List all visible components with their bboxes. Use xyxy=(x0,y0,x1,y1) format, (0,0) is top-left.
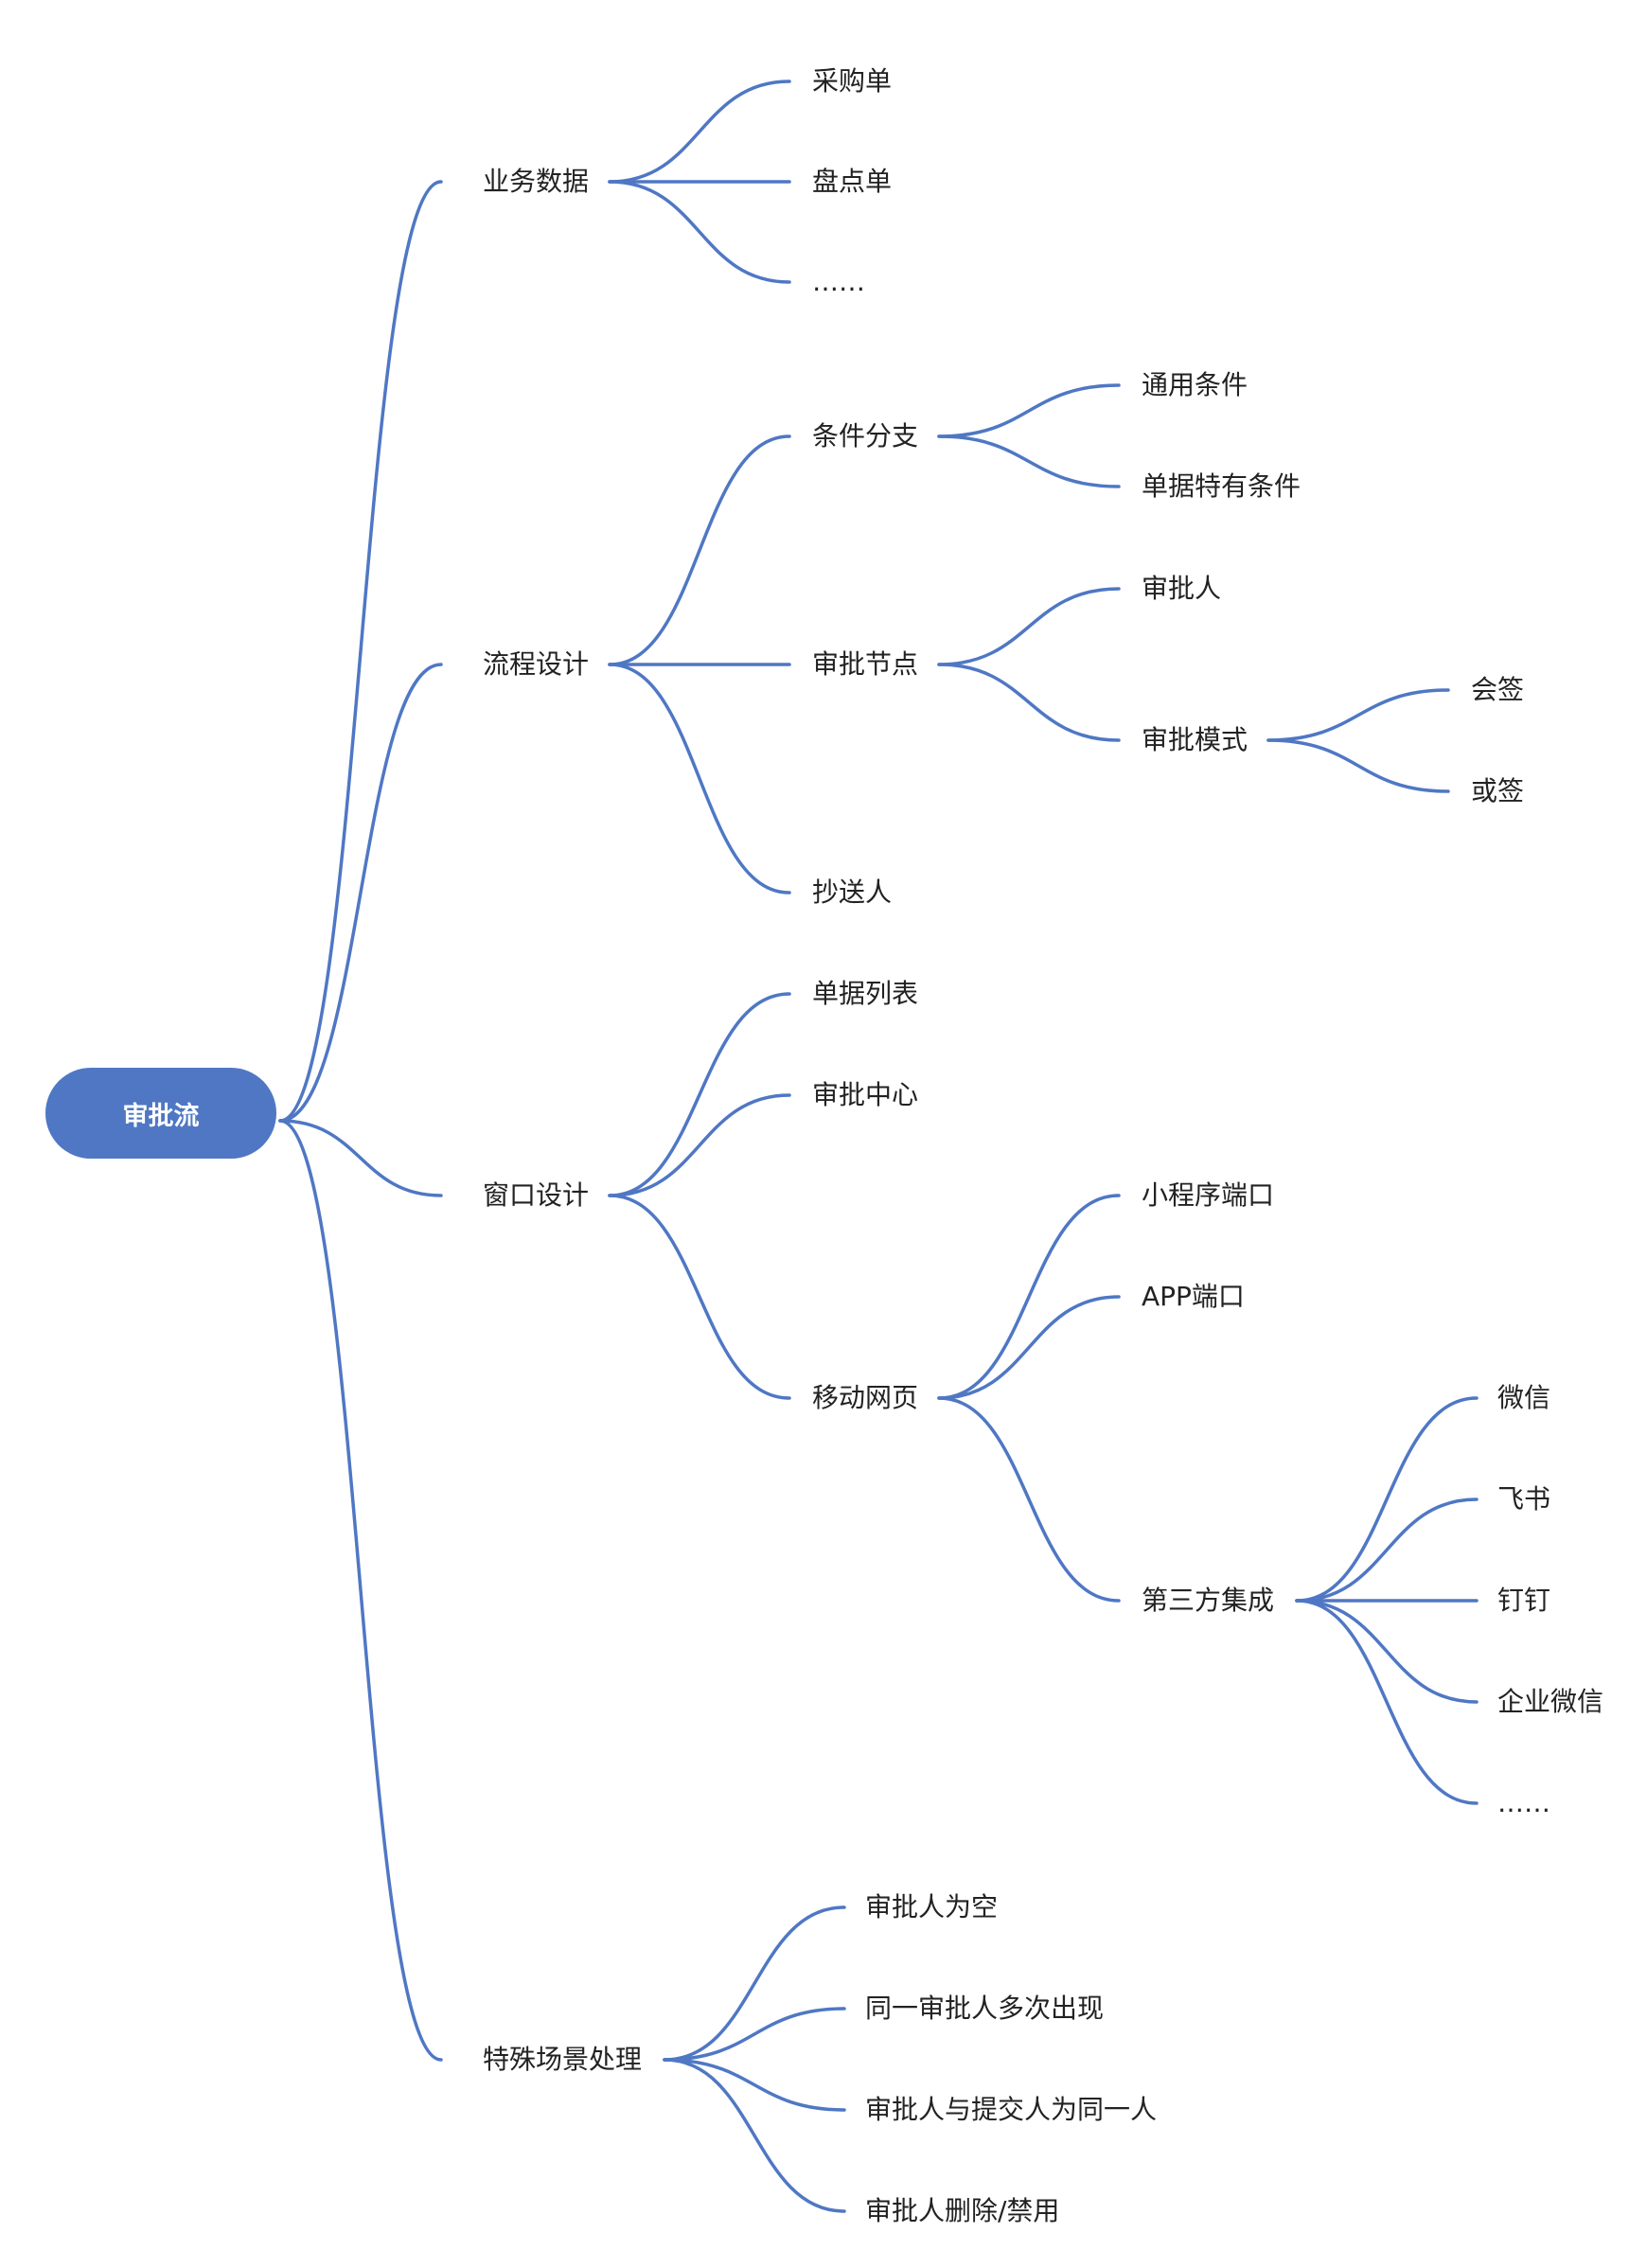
edge-approval-mode xyxy=(937,663,1121,742)
edge-mobile-mini xyxy=(937,1194,1121,1400)
edge-process-condition xyxy=(608,434,791,666)
edge-mobile-app xyxy=(937,1295,1121,1400)
node-approval-center[interactable]: 审批中心 xyxy=(812,1079,919,1110)
node-dingtalk[interactable]: 钉钉 xyxy=(1497,1585,1551,1616)
node-or-sign[interactable]: 或签 xyxy=(1471,775,1525,806)
edge-process-cc xyxy=(608,663,791,895)
edge-window-mobile xyxy=(608,1194,791,1400)
node-mobile-web[interactable]: 移动网页 xyxy=(812,1382,919,1413)
node-business-data[interactable]: 业务数据 xyxy=(483,166,590,197)
node-wecom[interactable]: 企业微信 xyxy=(1497,1686,1604,1717)
edge-business-more xyxy=(608,180,791,284)
edge-window-center xyxy=(608,1093,791,1197)
node-window-design[interactable]: 窗口设计 xyxy=(483,1179,590,1211)
node-countersign[interactable]: 会签 xyxy=(1471,674,1525,705)
node-doc-specific-condition[interactable]: 单据特有条件 xyxy=(1142,470,1302,502)
node-process-design[interactable]: 流程设计 xyxy=(483,648,590,680)
node-condition-branch[interactable]: 条件分支 xyxy=(812,420,919,452)
edge-root-special xyxy=(278,1119,443,2062)
edge-third-more xyxy=(1295,1599,1479,1805)
node-mini-program[interactable]: 小程序端口 xyxy=(1142,1179,1275,1211)
edge-root-process xyxy=(278,663,443,1123)
edge-condition-specific xyxy=(937,434,1121,488)
edge-special-repeat xyxy=(663,2007,846,2062)
node-common-condition[interactable]: 通用条件 xyxy=(1142,369,1249,400)
edge-condition-common xyxy=(937,383,1121,438)
edge-approval-approver xyxy=(937,587,1121,666)
edge-third-wechat xyxy=(1295,1396,1479,1603)
node-business-more[interactable]: …… xyxy=(812,266,865,297)
node-purchase-order[interactable]: 采购单 xyxy=(812,65,893,97)
edge-special-deleted xyxy=(663,2058,846,2213)
node-same-approver-repeat[interactable]: 同一审批人多次出现 xyxy=(865,1993,1105,2024)
node-doc-list[interactable]: 单据列表 xyxy=(812,978,919,1009)
edge-root-window xyxy=(278,1119,443,1197)
node-app-port[interactable]: APP端口 xyxy=(1142,1281,1245,1312)
edge-third-feishu xyxy=(1295,1497,1479,1603)
node-third-more[interactable]: …… xyxy=(1497,1787,1550,1818)
node-approver-deleted[interactable]: 审批人删除/禁用 xyxy=(865,2195,1060,2226)
edge-business-purchase xyxy=(608,80,791,184)
node-special-cases[interactable]: 特殊场景处理 xyxy=(483,2044,643,2075)
node-approval-node[interactable]: 审批节点 xyxy=(812,648,919,680)
edge-third-wecom xyxy=(1295,1599,1479,1704)
edge-mode-countersign xyxy=(1266,688,1450,742)
edge-mode-orsign xyxy=(1266,738,1450,793)
root-node[interactable]: 审批流 xyxy=(45,1068,276,1159)
node-approver-is-submitter[interactable]: 审批人与提交人为同一人 xyxy=(865,2094,1158,2125)
node-feishu[interactable]: 飞书 xyxy=(1497,1483,1551,1515)
edge-window-doclist xyxy=(608,992,791,1197)
node-cc-person[interactable]: 抄送人 xyxy=(812,877,893,908)
edge-special-empty xyxy=(663,1905,846,2062)
edge-root-business xyxy=(278,180,443,1123)
edge-mobile-third xyxy=(937,1396,1121,1603)
node-approver-empty[interactable]: 审批人为空 xyxy=(865,1891,999,1922)
node-approval-mode[interactable]: 审批模式 xyxy=(1142,724,1249,755)
node-inventory-check[interactable]: 盘点单 xyxy=(812,166,893,197)
node-wechat[interactable]: 微信 xyxy=(1497,1382,1551,1413)
node-third-party[interactable]: 第三方集成 xyxy=(1142,1585,1275,1616)
edge-special-submitter xyxy=(663,2058,846,2112)
node-approver[interactable]: 审批人 xyxy=(1142,573,1222,604)
